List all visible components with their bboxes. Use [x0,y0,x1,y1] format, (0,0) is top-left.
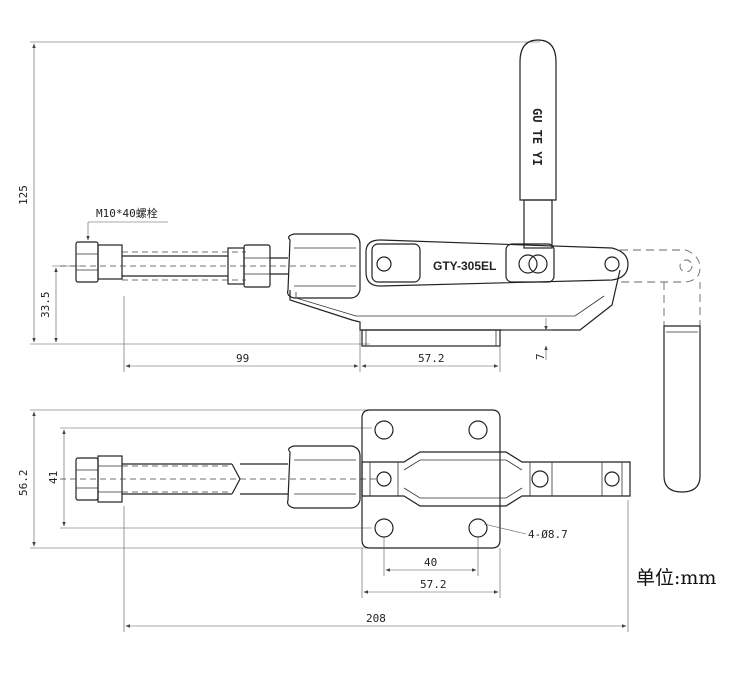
dim-base-thickness: 7 [502,318,552,360]
clamp-body [289,269,621,347]
top-view: 56.2 41 [17,409,631,632]
mount-hole [374,420,394,440]
hex-nut-side [75,241,123,283]
dim-99-label: 99 [236,352,249,365]
dim-base-width: 57.2 [361,548,501,598]
dim-57-2-top-label: 57.2 [420,578,447,591]
dim-57-2-side-label: 57.2 [418,352,445,365]
dim-56-2-label: 56.2 [17,470,30,497]
bolt-label: M10*40螺栓 [96,206,158,220]
plunger-rod [60,244,360,288]
dim-208-label: 208 [366,612,386,625]
dim-41-label: 41 [47,471,60,484]
dim-total-length: 208 [123,500,629,632]
dim-hole-spacing: 40 [383,538,479,576]
model-label: GTY-305EL [433,259,496,273]
base-plate-top [361,409,501,549]
mount-hole [468,518,488,538]
hole-callout: 4-Ø8.7 [483,523,568,541]
handle-upright: GU TE YI [519,39,557,249]
dim-33-5-label: 33.5 [39,292,52,319]
side-view: 125 33.5 M10*40螺栓 [17,39,701,493]
unit-label: 单位:mm [636,567,716,589]
dim-40-label: 40 [424,556,437,569]
dim-7-label: 7 [534,353,547,360]
link-bar: GTY-305EL [365,239,629,287]
handle-ghost-open [620,249,701,493]
handle-brand-text: GU TE YI [530,108,544,166]
dim-125-label: 125 [17,185,30,205]
dim-height-axis: 33.5 [39,265,80,343]
dim-base-length: 57.2 [361,346,501,372]
dim-width-outer: 56.2 [17,409,372,549]
guide-sleeve-top [287,445,361,509]
plunger-rod-top [60,463,380,495]
mount-hole [468,420,488,440]
mount-hole [374,518,394,538]
dim-width-inner: 41 [47,427,372,529]
dim-rod-length: 99 [123,296,361,372]
holes-label: 4-Ø8.7 [528,528,568,541]
dim-height-total: 125 [17,41,540,345]
link-bar-top [361,451,631,507]
